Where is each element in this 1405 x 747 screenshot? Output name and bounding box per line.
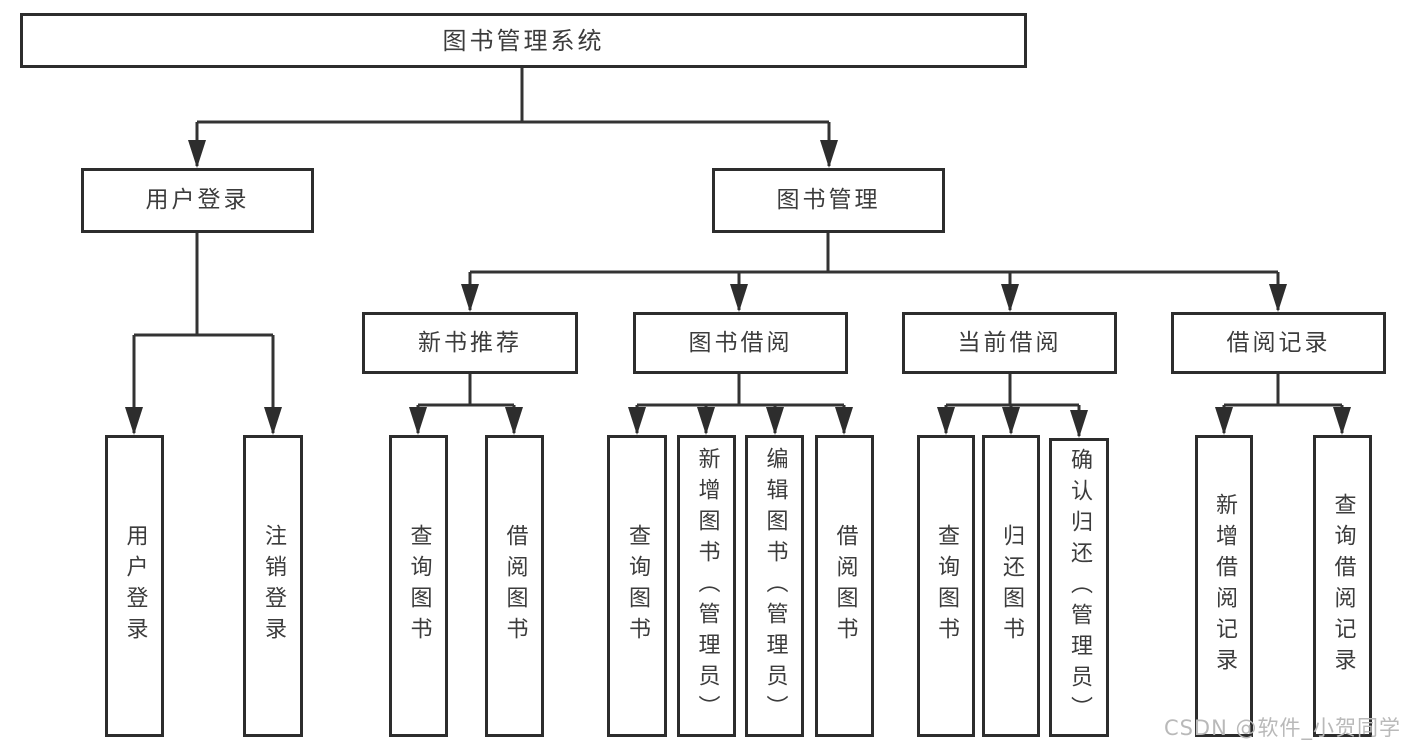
arrowhead-down-icon [697, 407, 715, 435]
node-label: 查询图书 [406, 524, 432, 648]
node-borrowing-records: 借阅记录 [1171, 312, 1386, 374]
arrowhead-down-icon [1333, 407, 1351, 435]
node-borrow-books-recommend: 借阅图书 [485, 435, 544, 737]
arrowhead-down-icon [461, 284, 479, 312]
node-label: 查询图书 [934, 524, 959, 648]
node-label: 新增借阅记录 [1212, 493, 1237, 679]
node-add-books-admin: 新增图书（管理员） [677, 435, 736, 737]
node-label: 编辑图书（管理员） [762, 446, 788, 726]
arrowhead-down-icon [835, 407, 853, 435]
node-book-borrowing: 图书借阅 [633, 312, 848, 374]
node-current-borrowing: 当前借阅 [902, 312, 1117, 374]
arrowhead-down-icon [188, 140, 206, 168]
arrowhead-down-icon [1215, 407, 1233, 435]
node-label: 查询图书 [625, 524, 650, 648]
arrowhead-down-icon [125, 407, 143, 435]
node-add-borrow-record: 新增借阅记录 [1195, 435, 1253, 737]
node-label: 借阅记录 [1226, 329, 1331, 356]
node-label: 新增图书（管理员） [694, 446, 720, 726]
arrowhead-down-icon [766, 407, 784, 435]
node-user-login: 用户登录 [105, 435, 164, 737]
arrowhead-down-icon [1001, 284, 1019, 312]
arrowhead-down-icon [1269, 284, 1287, 312]
node-logout: 注销登录 [243, 435, 303, 737]
node-query-borrow-record: 查询借阅记录 [1313, 435, 1372, 737]
arrowhead-down-icon [1070, 410, 1088, 438]
arrowhead-down-icon [937, 407, 955, 435]
node-query-books-current: 查询图书 [917, 435, 975, 737]
node-label: 用户登录 [145, 187, 250, 213]
node-label: 图书借阅 [688, 329, 793, 356]
arrowhead-down-icon [1002, 407, 1020, 435]
node-label: 图书管理系统 [442, 26, 605, 55]
arrowhead-down-icon [505, 407, 523, 435]
node-label: 当前借阅 [957, 329, 1062, 356]
node-user-login-group: 用户登录 [81, 168, 314, 233]
node-borrow-books-borrowing: 借阅图书 [815, 435, 874, 737]
node-label: 归还图书 [999, 524, 1024, 648]
arrowhead-down-icon [628, 407, 646, 435]
node-label: 借阅图书 [832, 524, 858, 648]
arrowhead-down-icon [730, 284, 748, 312]
node-label: 用户登录 [122, 524, 148, 648]
node-root: 图书管理系统 [20, 13, 1027, 68]
node-return-books: 归还图书 [982, 435, 1040, 737]
node-label: 注销登录 [261, 524, 286, 648]
node-query-books-recommend: 查询图书 [389, 435, 448, 737]
node-label: 借阅图书 [502, 524, 528, 648]
node-label: 图书管理 [776, 187, 881, 213]
node-book-management: 图书管理 [712, 168, 945, 233]
node-label: 查询借阅记录 [1330, 493, 1356, 679]
node-query-books-borrowing: 查询图书 [607, 435, 667, 737]
arrowhead-down-icon [409, 407, 427, 435]
node-label: 确认归还（管理员） [1067, 448, 1092, 727]
node-label: 新书推荐 [418, 329, 522, 356]
watermark-text: CSDN @软件_小贺同学 [1163, 716, 1401, 740]
node-confirm-return-admin: 确认归还（管理员） [1049, 438, 1109, 737]
arrowhead-down-icon [820, 140, 838, 168]
node-edit-books-admin: 编辑图书（管理员） [745, 435, 804, 737]
node-new-book-recommend: 新书推荐 [362, 312, 578, 374]
arrowhead-down-icon [264, 407, 282, 435]
